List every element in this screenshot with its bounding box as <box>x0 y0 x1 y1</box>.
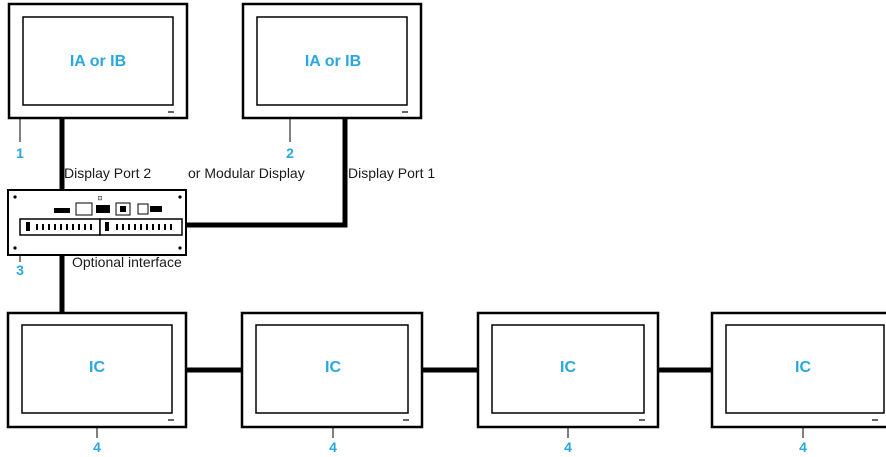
svg-text:⊡: ⊡ <box>97 196 102 202</box>
display-label: IC <box>89 359 105 376</box>
display-ic-2: IC <box>240 311 424 429</box>
display-label: IC <box>560 359 576 376</box>
callout-4: 4 <box>799 439 807 455</box>
modular-display-label: or Modular Display <box>188 165 305 181</box>
display-label: IA or IB <box>70 53 126 70</box>
display-label: IA or IB <box>305 53 361 70</box>
callout-4: 4 <box>564 439 572 455</box>
port1-label: Display Port 1 <box>348 165 435 181</box>
display-ic-1: IC <box>6 311 188 429</box>
callout-3: 3 <box>16 262 24 278</box>
display-ia-ib-2: IA or IB <box>241 2 423 120</box>
port2-label: Display Port 2 <box>64 165 151 181</box>
interface-box: ⊡ <box>7 189 187 256</box>
callout-4: 4 <box>93 439 101 455</box>
display-ic-3: IC <box>476 311 660 429</box>
callout-2: 2 <box>286 145 294 161</box>
display-ic-4: IC <box>710 311 886 429</box>
display-label: IC <box>325 359 341 376</box>
callout-1: 1 <box>16 145 24 161</box>
cable-display2-to-box <box>186 118 348 228</box>
optional-interface-label: Optional interface <box>72 254 182 270</box>
callout-4: 4 <box>329 439 337 455</box>
display-label: IC <box>795 359 811 376</box>
display-ia-ib-1: IA or IB <box>7 2 189 120</box>
